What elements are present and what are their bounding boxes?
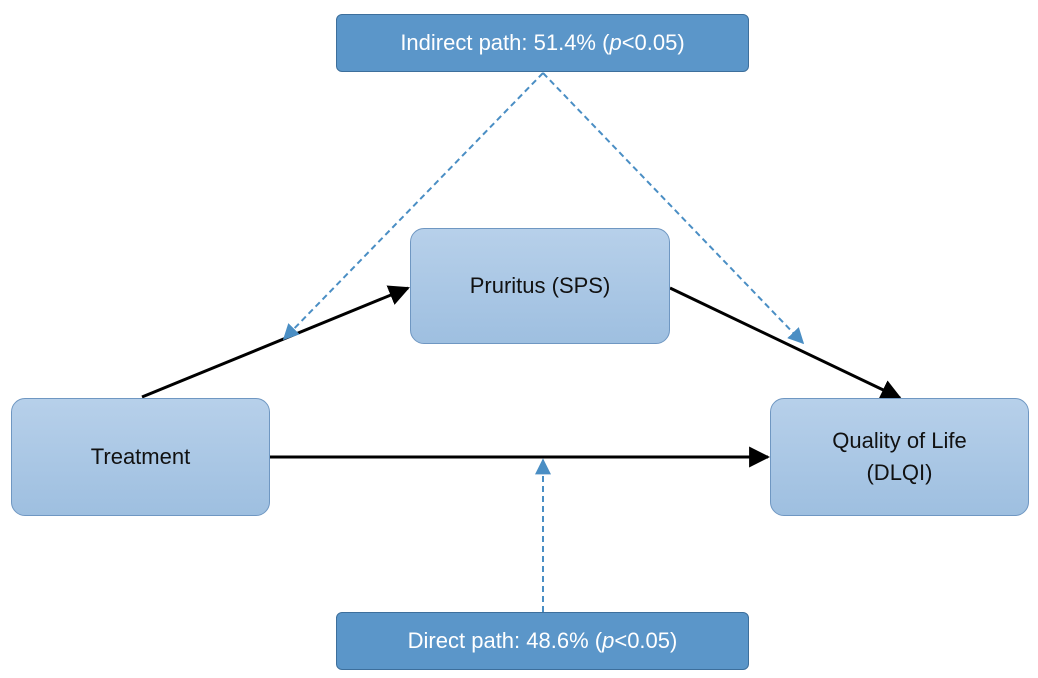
indirect-path-callout: Indirect path: 51.4% (p<0.05) [336,14,749,72]
indirect-path-p-symbol: p [609,30,622,55]
dashed-arrow-indirect-right [542,72,805,345]
direct-path-callout: Direct path: 48.6% (p<0.05) [336,612,749,670]
direct-path-suffix: <0.05) [614,628,678,653]
quality-of-life-label: Quality of Life [832,428,967,453]
dashed-arrow-indirect-left [282,72,544,341]
arrow-treatment-to-pruritus [141,285,410,399]
pruritus-label: Pruritus (SPS) [469,273,611,298]
treatment-node: Treatment [11,398,270,516]
direct-path-prefix: Direct path: 48.6% ( [407,628,603,653]
quality-of-life-node: Quality of Life (DLQI) [770,398,1029,516]
dlqi-label: (DLQI) [866,460,933,485]
indirect-path-prefix: Indirect path: 51.4% ( [400,30,610,55]
pruritus-node: Pruritus (SPS) [410,228,670,344]
treatment-label: Treatment [90,444,191,469]
arrow-pruritus-to-qol [669,286,902,400]
direct-path-p-symbol: p [602,628,615,653]
indirect-path-suffix: <0.05) [621,30,685,55]
